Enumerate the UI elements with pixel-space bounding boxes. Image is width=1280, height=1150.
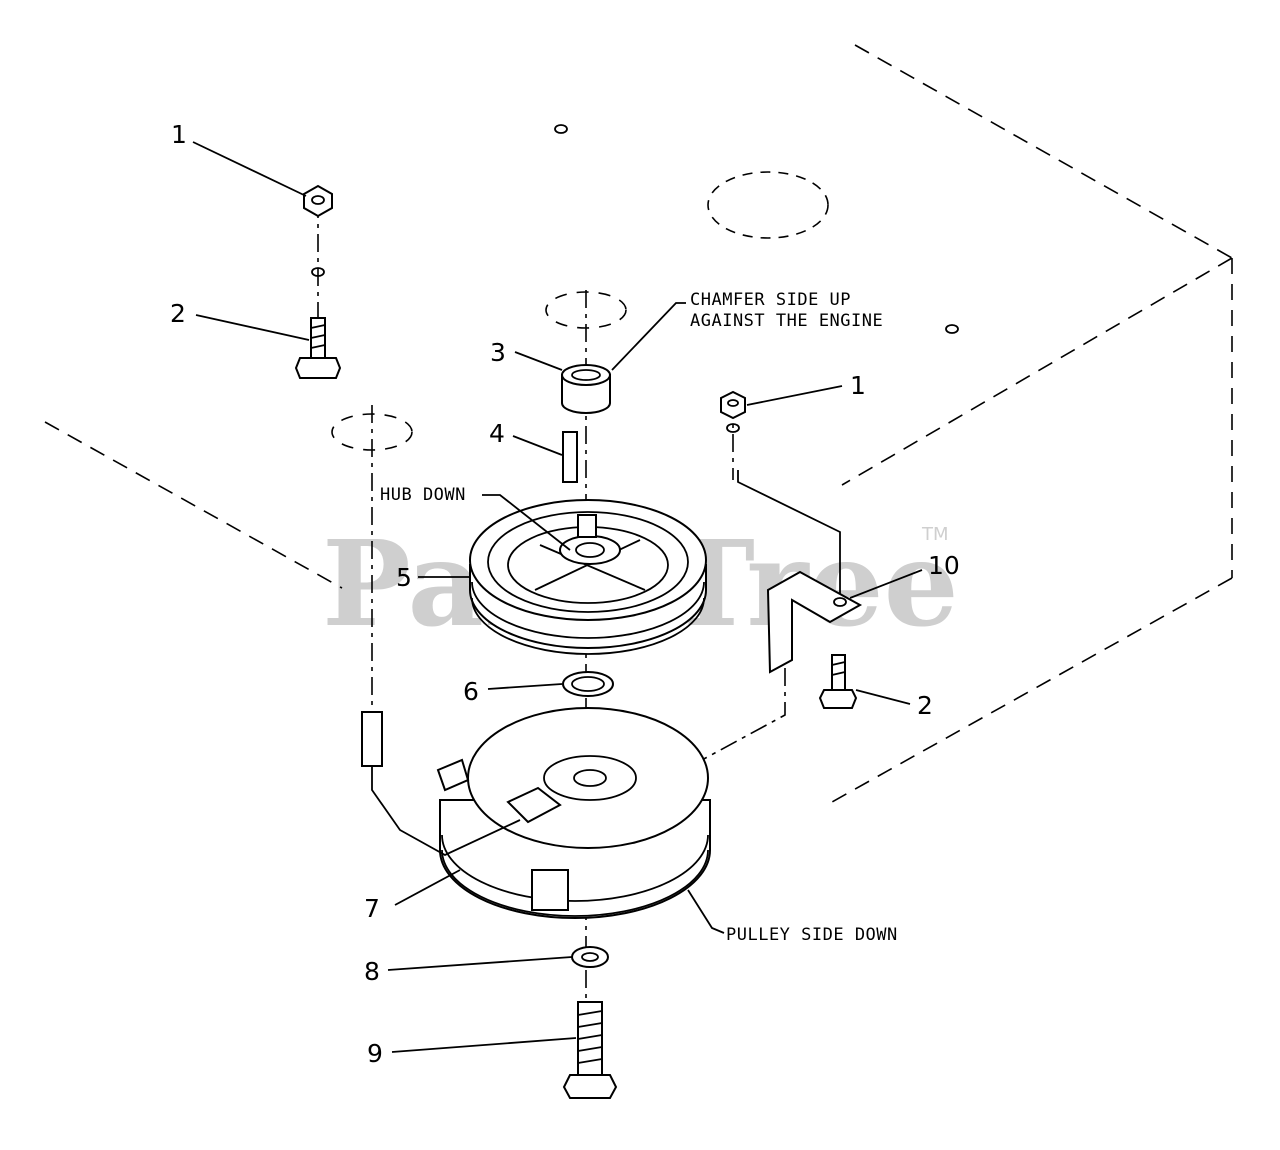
note-chamfer-line1: CHAMFER SIDE UP	[690, 290, 851, 310]
bushing	[561, 364, 611, 414]
bolt-center	[562, 1001, 618, 1099]
watermark-tm: TM	[921, 524, 949, 545]
snap-ring	[571, 946, 609, 968]
bolt-left	[294, 317, 342, 379]
callout-2-right: 2	[917, 691, 933, 720]
electric-clutch	[361, 707, 711, 919]
leader-lines	[192, 141, 923, 1053]
bolt-right	[818, 654, 858, 709]
callout-2-left: 2	[170, 299, 186, 328]
callout-4: 4	[489, 419, 505, 448]
callout-9: 9	[367, 1039, 383, 1068]
callout-10: 10	[928, 551, 960, 580]
callout-labels: 1 2 3 4 5 6 7 8 9 1 10 2	[170, 120, 960, 1068]
spacer	[562, 671, 614, 697]
nut-left	[303, 184, 333, 277]
callout-3: 3	[490, 338, 506, 367]
callout-8: 8	[364, 957, 380, 986]
callout-5: 5	[396, 563, 412, 592]
callout-7: 7	[364, 894, 380, 923]
callout-1-right: 1	[850, 371, 866, 400]
callout-6: 6	[463, 677, 479, 706]
engine-deck-outline	[44, 44, 1233, 803]
note-hub-down: HUB DOWN	[380, 485, 466, 505]
notes: CHAMFER SIDE UP AGAINST THE ENGINE HUB D…	[380, 290, 898, 945]
nut-right	[720, 390, 746, 433]
note-pulley-side-down: PULLEY SIDE DOWN	[726, 925, 898, 945]
bracket	[766, 570, 863, 674]
key	[562, 431, 578, 483]
note-chamfer-line2: AGAINST THE ENGINE	[690, 311, 883, 331]
pulley	[469, 499, 707, 655]
callout-1-left: 1	[171, 120, 187, 149]
